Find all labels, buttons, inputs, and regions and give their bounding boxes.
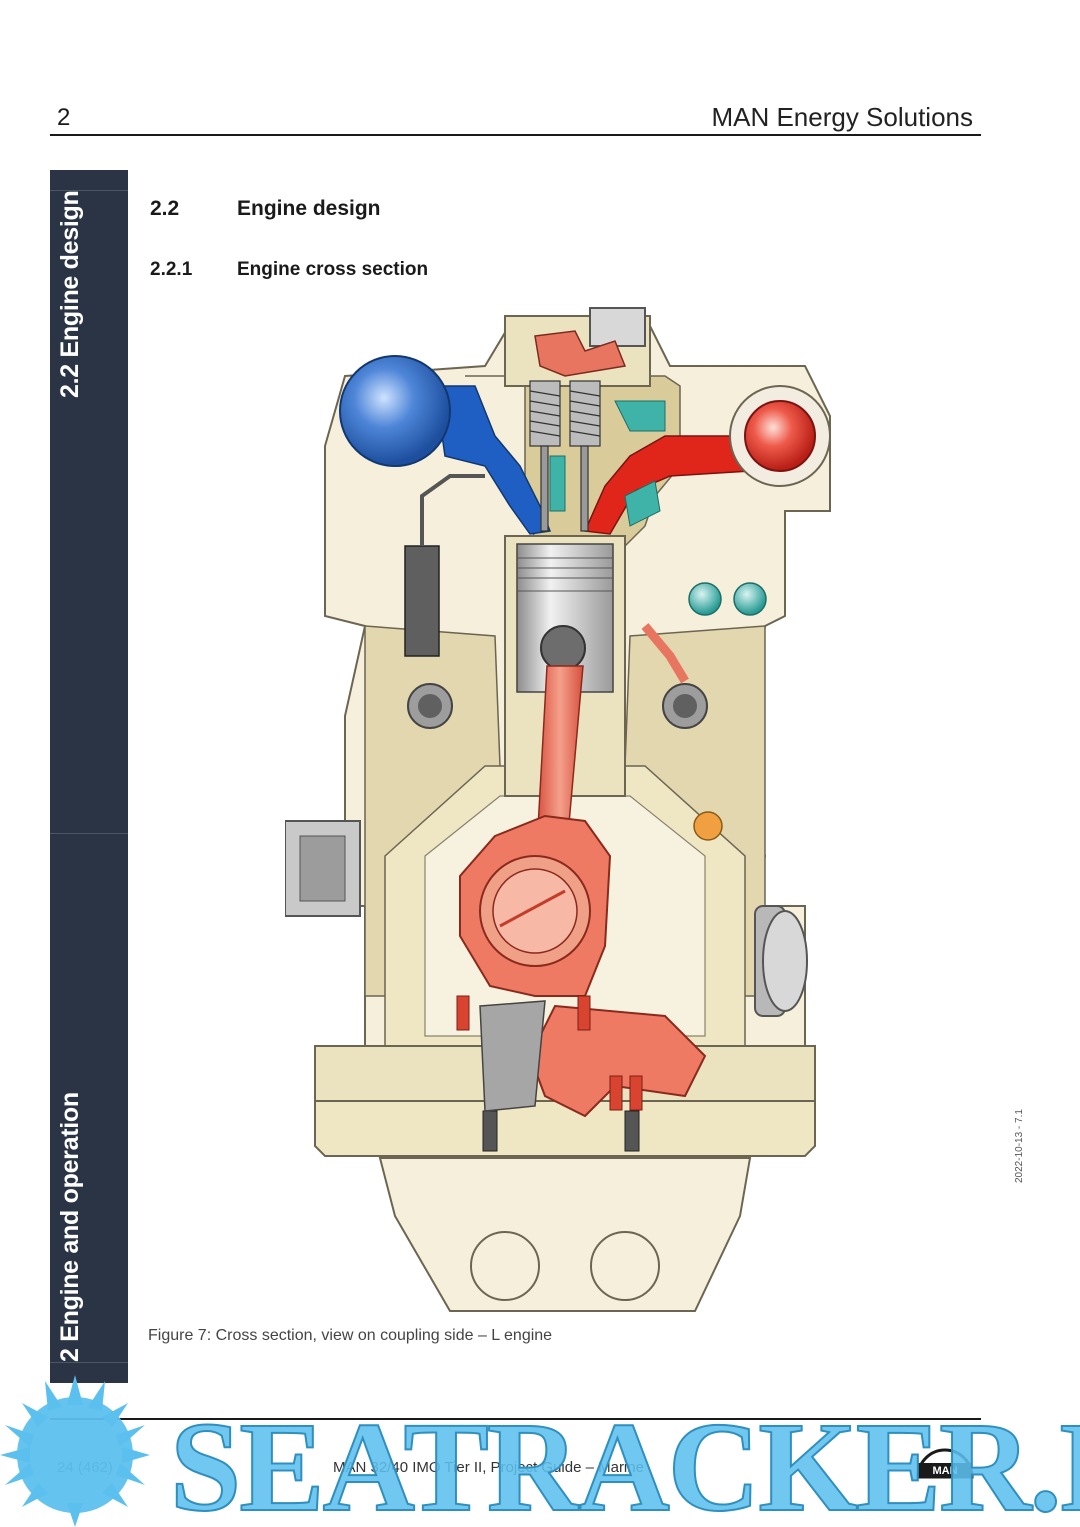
chapter-sidebar	[50, 170, 128, 1383]
sun-icon	[0, 1375, 150, 1527]
brand-name: MAN Energy Solutions	[711, 102, 973, 132]
footer-divider	[50, 1418, 981, 1420]
page-number: 24 (462)	[57, 1459, 113, 1476]
man-logo: MAN	[916, 1448, 974, 1479]
sidebar-divider	[50, 190, 128, 191]
subsection-title: Engine cross section	[237, 259, 429, 280]
header-divider	[50, 134, 981, 136]
sidebar-divider	[50, 833, 128, 834]
figure-caption: Figure 7: Cross section, view on couplin…	[148, 1327, 553, 1344]
date-version-note: 2022-10-13 - 7.1	[1014, 1109, 1025, 1183]
document-title: MAN 32/40 IMO Tier II, Project Guide – M…	[333, 1459, 644, 1476]
sidebar-divider	[50, 1362, 128, 1363]
chapter-number: 2	[57, 104, 71, 131]
section-title: Engine design	[237, 197, 381, 220]
sidebar-section-tab: 2.2 Engine design	[56, 190, 84, 398]
section-number: 2.2	[150, 197, 180, 220]
engine-cross-section-figure	[285, 307, 831, 1312]
subsection-number: 2.2.1	[150, 259, 193, 280]
man-logo-text: MAN	[932, 1465, 957, 1477]
sidebar-chapter-tab: 2 Engine and operation	[56, 1092, 84, 1362]
